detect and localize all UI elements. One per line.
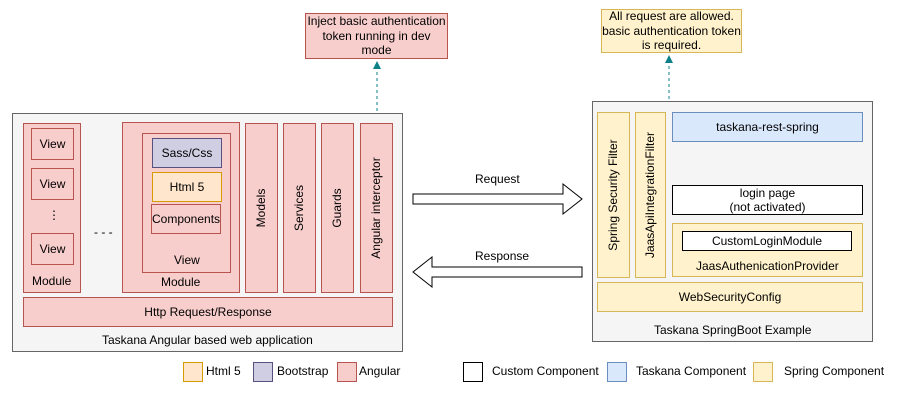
view-box-3: View (31, 233, 74, 265)
models-label: Models (254, 188, 268, 228)
guards-label: Guards (330, 188, 344, 228)
http-request-response-box: Http Request/Response (23, 297, 393, 327)
prod-token-note: All request are allowed. basic authentic… (601, 9, 742, 53)
legend-swatch-custom (463, 362, 483, 382)
dev-token-arrowhead (373, 61, 381, 69)
services-box (283, 123, 316, 293)
models-box (245, 123, 278, 293)
login-page-box: login page (not activated) (672, 185, 863, 215)
module-right-label: Module (161, 275, 201, 289)
prod-token-arrowhead (665, 55, 673, 63)
horizontal-ellipsis: - - - (94, 225, 113, 239)
angular-interceptor-box (360, 123, 393, 293)
jaas-filter-label: JaasApiIntegrationFilter (643, 131, 657, 259)
view-label: View (39, 241, 66, 256)
web-security-config-box: WebSecurityConfig (597, 282, 863, 312)
legend-label-bootstrap: Bootstrap (277, 364, 329, 378)
legend-swatch-taskana (607, 362, 627, 382)
legend-swatch-spring (753, 362, 773, 382)
legend-label-angular: Angular (359, 364, 401, 378)
taskana-rest-spring-box: taskana-rest-spring (672, 112, 863, 142)
taskana-rest-spring-label: taskana-rest-spring (716, 119, 819, 134)
module-left-label: Module (32, 274, 72, 288)
http-label: Http Request/Response (144, 304, 272, 319)
custom-login-module-box: CustomLoginModule (682, 231, 852, 251)
angular-interceptor-label: Angular interceptor (369, 157, 383, 259)
vertical-ellipsis: ⋮ (48, 208, 60, 222)
html5-label: Html 5 (169, 179, 205, 194)
legend-swatch-html5 (183, 362, 203, 382)
login-page-label: login page (not activated) (729, 185, 806, 214)
view-label: View (39, 176, 66, 191)
legend-label-spring: Spring Component (784, 364, 885, 378)
view-box-2: View (31, 168, 74, 200)
sass-css-label: Sass/Css (161, 145, 213, 160)
request-arrow (412, 182, 583, 216)
jaas-filter-box (635, 112, 666, 278)
spring-security-filter-box (597, 112, 630, 278)
guards-box (321, 123, 354, 293)
response-label: Response (475, 249, 530, 263)
web-security-config-label: WebSecurityConfig (678, 289, 782, 304)
angular-app-title: Taskana Angular based web application (102, 333, 313, 347)
services-label: Services (292, 184, 306, 232)
legend-label-html5: Html 5 (206, 364, 241, 378)
components-label: Components (151, 211, 221, 226)
spring-security-filter-label: Spring Security Filter (606, 139, 620, 251)
legend-label-custom: Custom Component (492, 364, 599, 378)
prod-token-text: All request are allowed. basic authentic… (602, 9, 741, 53)
dev-token-note: Inject basic authentication token runnin… (305, 13, 448, 59)
view-box-1: View (31, 128, 74, 160)
sass-css-box: Sass/Css (152, 138, 222, 168)
dev-token-text: Inject basic authentication token runnin… (307, 14, 446, 58)
html5-box: Html 5 (152, 172, 222, 202)
custom-login-module-label: CustomLoginModule (711, 233, 823, 248)
jaas-provider-label: JaasAuthenicationProvider (696, 259, 839, 273)
spring-app-title: Taskana SpringBoot Example (654, 323, 812, 337)
view-container-label: View (174, 253, 200, 267)
legend-swatch-bootstrap (253, 362, 273, 382)
legend-swatch-angular (337, 362, 357, 382)
legend-label-taskana: Taskana Component (636, 364, 747, 378)
view-label: View (39, 136, 66, 151)
response-arrow (412, 255, 583, 289)
request-label: Request (475, 172, 520, 186)
components-box: Components (151, 204, 221, 234)
